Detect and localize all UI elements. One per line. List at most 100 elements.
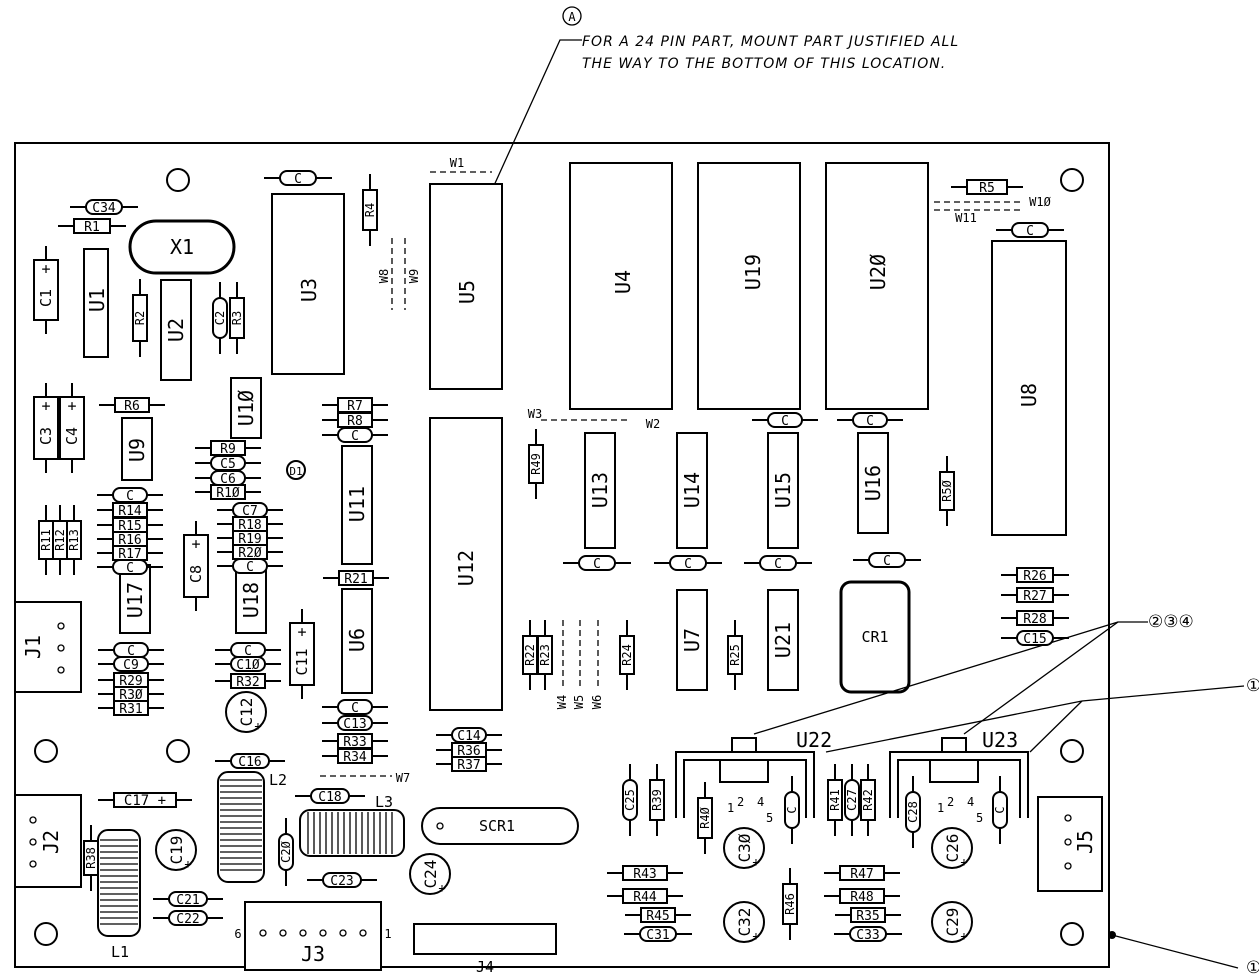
svg-text:C: C <box>866 414 874 429</box>
part-r43: R43 <box>607 865 683 882</box>
svg-text:R19: R19 <box>238 532 261 547</box>
svg-text:C: C <box>774 557 782 572</box>
svg-text:R41: R41 <box>828 789 842 811</box>
part-c: C <box>97 559 163 576</box>
svg-text:R8: R8 <box>347 414 363 429</box>
part-r24: R24 <box>619 620 635 690</box>
callout-bottom-leader <box>1111 934 1239 969</box>
svg-text:R15: R15 <box>118 519 141 534</box>
svg-text:R46: R46 <box>783 893 797 915</box>
svg-text:C33: C33 <box>856 928 879 943</box>
svg-text:+: + <box>438 881 445 895</box>
part-c34: C34 <box>70 199 138 216</box>
svg-text:C: C <box>1026 224 1034 239</box>
ic-u12: U12 <box>429 417 503 711</box>
svg-text:R14: R14 <box>118 504 142 519</box>
ic-u15: U15 <box>767 432 799 549</box>
svg-text:U23: U23 <box>982 728 1018 752</box>
svg-text:+: + <box>752 855 759 869</box>
svg-text:+: + <box>191 535 200 553</box>
svg-text:C: C <box>351 701 359 716</box>
part-c13: C13 <box>322 715 388 732</box>
svg-text:U14: U14 <box>680 472 704 508</box>
ic-u18: U18 <box>235 564 267 634</box>
part-r33: R33 <box>322 733 388 750</box>
svg-text:C16: C16 <box>238 755 261 770</box>
diode-d1 <box>286 460 306 480</box>
part-c9: C9 <box>98 656 164 673</box>
svg-text:C: C <box>593 557 601 572</box>
svg-text:C8: C8 <box>187 565 205 583</box>
part-r23: R23 <box>537 620 553 690</box>
ic-u10: U1Ø <box>230 377 262 439</box>
svg-text:C11: C11 <box>293 648 311 675</box>
svg-text:C26: C26 <box>943 834 962 863</box>
svg-text:U6: U6 <box>345 628 369 652</box>
svg-text:R13: R13 <box>67 529 81 551</box>
svg-text:R1: R1 <box>84 220 100 235</box>
svg-text:C24: C24 <box>421 860 440 889</box>
svg-text:R25: R25 <box>728 644 742 666</box>
svg-text:R42: R42 <box>861 789 875 811</box>
part-c25: C25 <box>622 764 638 836</box>
callout-234-leader-b <box>753 621 1119 735</box>
part-r6: R6 <box>99 397 165 414</box>
part-c18: C18 <box>295 788 365 805</box>
x1-label: X1 <box>170 235 194 259</box>
svg-text:R3: R3 <box>230 311 244 325</box>
part-r44: R44 <box>607 888 683 905</box>
svg-text:U13: U13 <box>588 472 612 508</box>
part-r41: R41 <box>827 764 843 836</box>
part-c: C <box>217 558 283 575</box>
svg-text:R17: R17 <box>118 547 141 562</box>
part-r25: R25 <box>727 620 743 690</box>
part-c1: C1+ <box>33 246 59 334</box>
svg-text:C: C <box>294 172 302 187</box>
svg-text:C: C <box>781 414 789 429</box>
d1-label: D1 <box>289 465 302 478</box>
ic-u20: U2Ø <box>825 162 929 410</box>
svg-text:1: 1 <box>384 927 391 941</box>
svg-text:+: + <box>184 857 191 871</box>
svg-text:+: + <box>960 855 967 869</box>
svg-text:R24: R24 <box>620 644 634 666</box>
svg-text:R45: R45 <box>646 909 669 924</box>
part-c10: C1Ø <box>215 656 281 673</box>
svg-text:R36: R36 <box>457 744 480 759</box>
svg-text:5: 5 <box>766 811 773 825</box>
ic-u21: U21 <box>767 589 799 691</box>
svg-text:C2: C2 <box>213 311 227 325</box>
svg-text:R4Ø: R4Ø <box>698 806 712 828</box>
ic-u11: U11 <box>341 445 373 565</box>
part-r2: R2 <box>132 279 148 357</box>
svg-text:R35: R35 <box>856 909 879 924</box>
svg-text:C23: C23 <box>330 874 353 889</box>
part-r8: R8 <box>322 412 388 429</box>
svg-text:U4: U4 <box>611 270 635 294</box>
part-c23: C23 <box>307 872 377 889</box>
svg-text:R21: R21 <box>344 572 367 587</box>
part-c: C <box>784 776 800 844</box>
svg-text:R16: R16 <box>118 533 141 548</box>
part-c20: C2Ø <box>278 818 294 886</box>
svg-text:R5Ø: R5Ø <box>940 479 954 501</box>
ic-u2: U2 <box>160 279 192 381</box>
part-c: C <box>853 552 921 569</box>
svg-text:+: + <box>41 260 50 278</box>
part-c26: C26+ <box>931 827 973 869</box>
svg-text:U7: U7 <box>680 628 704 652</box>
ic-u3: U3 <box>271 193 345 375</box>
part-c21: C21 <box>153 891 223 908</box>
part-c: C <box>215 642 281 659</box>
part-c3: C3+ <box>33 383 59 473</box>
part-c29: C29+ <box>931 901 973 943</box>
svg-text:R3Ø: R3Ø <box>119 688 143 703</box>
connector-j3: J3 6 1 <box>234 901 392 971</box>
scr1-component <box>421 807 579 845</box>
jumper-w1: W1 <box>450 156 464 170</box>
svg-text:+: + <box>41 397 50 415</box>
part-c: C <box>98 642 164 659</box>
part-c32: C32+ <box>723 901 765 943</box>
ic-u5: U5 <box>429 183 503 390</box>
